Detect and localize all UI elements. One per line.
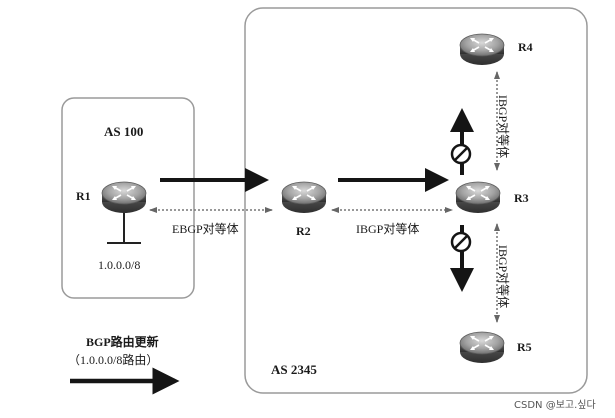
router-icon: [459, 331, 505, 364]
as2345-label: AS 2345: [271, 362, 317, 377]
ibgp-peer-label-r2-r3: IBGP对等体: [356, 222, 420, 236]
router-icon: [459, 33, 505, 66]
ebgp-peer-label: EBGP对等体: [172, 222, 239, 236]
router-label-r5: R5: [517, 340, 532, 354]
network-prefix: 1.0.0.0/8: [98, 258, 141, 272]
legend-line2: （1.0.0.0/8路由）: [68, 353, 159, 367]
as100-label: AS 100: [104, 124, 144, 139]
router-label-r4: R4: [518, 40, 533, 54]
ibgp-peer-label-r3-r5: IBGP对等体: [496, 244, 511, 309]
as2345-box: [244, 7, 588, 394]
ibgp-peer-label-r3-r4: IBGP对等体: [496, 94, 511, 159]
router-icon: [281, 181, 327, 214]
prohibited-icon: [450, 231, 472, 253]
legend-line1: BGP路由更新: [86, 335, 159, 349]
prohibited-icon: [450, 143, 472, 165]
router-label-r1: R1: [76, 189, 91, 203]
watermark: CSDN @보고.싶다: [514, 400, 596, 411]
as100-box: [61, 97, 195, 299]
router-label-r3: R3: [514, 191, 529, 205]
router-label-r2: R2: [296, 224, 311, 238]
router-icon: [455, 181, 501, 214]
router-icon: [101, 181, 147, 214]
